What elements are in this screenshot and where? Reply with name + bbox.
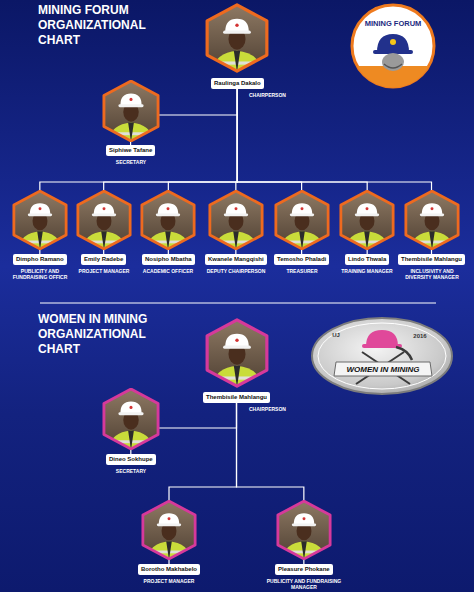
role-title: PROJECT MANAGER	[134, 578, 204, 584]
person-name: Nosipho Mbatha	[145, 256, 192, 263]
role-title: SECRETARY	[96, 468, 166, 474]
role-title: CHAIRPERSON	[249, 92, 286, 98]
person-name: Thembisile Mahlangu	[401, 256, 462, 263]
person-name: Kwanele Mangqishi	[208, 256, 264, 263]
chart-title: MINING FORUM ORGANIZATIONAL CHART	[38, 3, 178, 48]
member-photo	[140, 190, 196, 250]
role-title: DEPUTY CHAIRPERSON	[205, 268, 267, 274]
name-box: Nosipho MbathaACADEMIC OFFICER	[142, 254, 195, 265]
name-box: Borotho MakhabeloPROJECT MANAGER	[138, 564, 200, 575]
person-name: Siphiwe Tafane	[109, 147, 152, 154]
person-name: Thembisile Mahlangu	[206, 394, 267, 401]
member-photo	[276, 500, 332, 560]
member-photo	[141, 500, 197, 560]
role-title: TRAINING MANAGER	[336, 268, 398, 274]
role-title: INCLUSIVITY AND DIVERSITY MANAGER	[401, 268, 463, 280]
member-photo	[274, 190, 330, 250]
logo-text: UJ	[326, 332, 346, 339]
name-box: Lindo ThwalaTRAINING MANAGER	[345, 254, 389, 265]
person-name: Borotho Makhabelo	[141, 566, 197, 573]
person-name: Lindo Thwala	[348, 256, 386, 263]
member-photo	[205, 4, 269, 72]
role-title: PROJECT MANAGER	[73, 268, 135, 274]
person-name: Dimpho Ramano	[16, 256, 64, 263]
member-photo	[102, 80, 160, 142]
name-box: Thembisile MahlanguCHAIRPERSON	[203, 392, 270, 403]
name-box: Emily RadebePROJECT MANAGER	[81, 254, 126, 265]
org-connector	[237, 89, 431, 254]
member-photo	[208, 190, 264, 250]
role-title: TREASURER	[271, 268, 333, 274]
role-title: CHAIRPERSON	[249, 406, 286, 412]
section-divider	[40, 303, 436, 304]
name-box: Dineo SokhupeSECRETARY	[106, 454, 156, 465]
member-photo	[205, 319, 269, 387]
name-box: Temosho PhaladiTREASURER	[274, 254, 329, 265]
member-photo	[339, 190, 395, 250]
mining-forum-logo	[352, 5, 434, 87]
person-name: Dineo Sokhupe	[109, 456, 153, 463]
name-box: Pleasure PhokanePUBLICITY AND FUNDRAISIN…	[275, 564, 333, 575]
role-title: PUBLICITY AND FUNDRAISING MANAGER	[264, 578, 344, 590]
role-title: SECRETARY	[96, 159, 166, 165]
name-box: Raulinga DakaloCHAIRPERSON	[211, 78, 264, 89]
person-name: Pleasure Phokane	[278, 566, 330, 573]
member-photo	[12, 190, 68, 250]
name-box: Siphiwe TafaneSECRETARY	[106, 145, 155, 156]
women-in-mining-logo	[312, 318, 452, 394]
name-box: Kwanele MangqishiDEPUTY CHAIRPERSON	[205, 254, 267, 265]
person-name: Emily Radebe	[84, 256, 123, 263]
logo-text: 2016	[405, 333, 435, 340]
role-title: PUBLICITY AND FUNDRAISING OFFICR	[9, 268, 71, 280]
member-photo	[76, 190, 132, 250]
logo-text: WOMEN IN MINING	[334, 365, 432, 374]
person-name: Temosho Phaladi	[277, 256, 326, 263]
name-box: Dimpho RamanoPUBLICITY AND FUNDRAISING O…	[13, 254, 67, 265]
member-photo	[102, 388, 160, 450]
chart-title: WOMEN IN MINING ORGANIZATIONAL CHART	[38, 312, 178, 357]
role-title: ACADEMIC OFFICER	[137, 268, 199, 274]
logo-text: MINING FORUM	[343, 20, 443, 29]
member-photo	[404, 190, 460, 250]
person-name: Raulinga Dakalo	[214, 80, 261, 87]
name-box: Thembisile MahlanguINCLUSIVITY AND DIVER…	[398, 254, 465, 265]
